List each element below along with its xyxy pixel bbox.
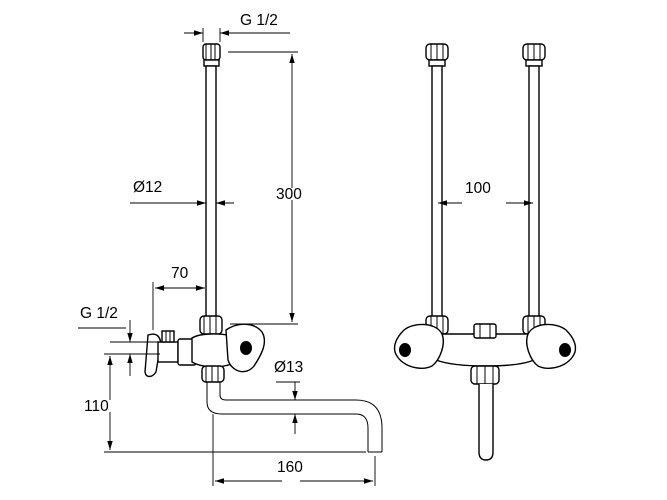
mixer-body-side [191, 323, 266, 383]
label-outlet-thread: G 1/2 [80, 305, 118, 322]
supply-pipe-side [199, 43, 223, 335]
dim-inlet-thread: G 1/2 [184, 12, 290, 42]
label-pipe-length: 300 [276, 186, 302, 203]
front-view: 100 [393, 43, 577, 461]
dim-spout-reach: 160 [212, 414, 376, 486]
label-pipe-diameter: Ø12 [133, 179, 162, 196]
spout-front [470, 365, 500, 461]
spout-side [206, 382, 383, 453]
label-spout-height: 110 [84, 398, 109, 415]
mixer-body-front [435, 323, 535, 367]
dim-spout-diameter: Ø13 [274, 359, 303, 434]
handle-right-front [526, 323, 577, 370]
label-spout-reach: 160 [277, 459, 303, 476]
label-spout-diameter: Ø13 [274, 359, 303, 376]
dim-pipe-diameter: Ø12 [130, 179, 234, 206]
dim-pipe-spacing: 100 [438, 180, 533, 206]
side-view: G 1/2 Ø12 300 70 G 1/2 [78, 12, 383, 486]
label-inlet-thread: G 1/2 [240, 12, 278, 29]
supply-pipe-right-front [522, 43, 546, 335]
label-pipe-spacing: 100 [465, 180, 491, 197]
supply-pipe-left-front [425, 43, 449, 335]
handle-left-front [393, 323, 444, 370]
dim-pipe-length: 300 [228, 51, 302, 325]
dim-spout-height: 110 [84, 353, 366, 453]
label-projection: 70 [171, 265, 189, 282]
dim-projection: 70 [152, 265, 205, 330]
